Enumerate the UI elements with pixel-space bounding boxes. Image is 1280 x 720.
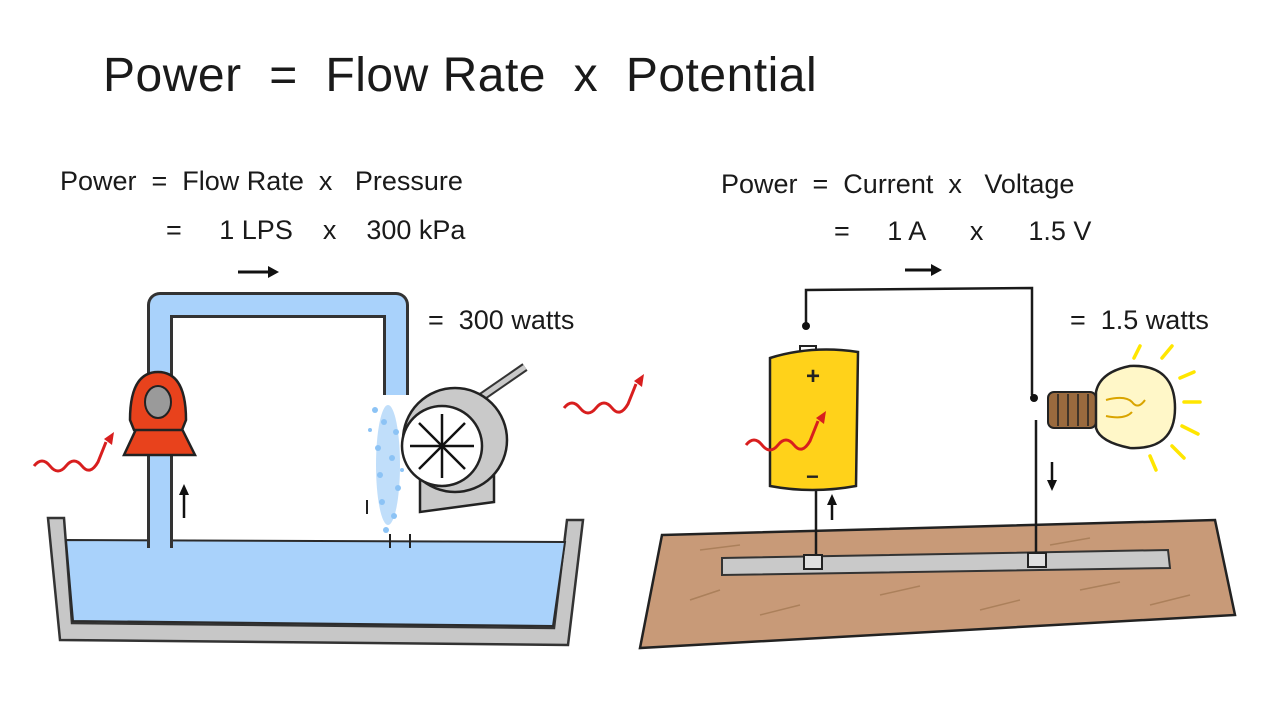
water-power-equation: Power = Flow Rate x Pressure [60, 166, 463, 196]
water-power-values: = 1 LPS x 300 kPa [166, 215, 466, 245]
current-arrow [905, 264, 942, 276]
input-energy-wave [32, 441, 108, 473]
water-splash [368, 405, 404, 533]
battery-energy-wave [744, 420, 820, 452]
ground-rod [721, 548, 1172, 577]
battery-plus-sign: + [806, 363, 820, 390]
pump-icon [122, 370, 198, 457]
page-title: Power = Flow Rate x Potential [103, 49, 818, 102]
down-arrow [1047, 462, 1057, 491]
circuit-wire [804, 286, 1038, 560]
electric-power-result: = 1.5 watts [1070, 305, 1209, 335]
water-power-result: = 300 watts [428, 305, 575, 335]
battery-icon: + − [768, 345, 860, 492]
turbine-icon [400, 363, 528, 514]
up-arrow [179, 484, 189, 518]
ground [638, 518, 1237, 650]
battery-minus-sign: − [806, 464, 819, 489]
output-energy-wave [562, 383, 638, 415]
tank-water [64, 538, 567, 628]
electric-power-equation: Power = Current x Voltage [721, 169, 1075, 199]
light-bulb-icon [1047, 344, 1202, 472]
water-pipe [147, 292, 409, 548]
electric-power-values: = 1 A x 1.5 V [834, 216, 1092, 246]
up-arrow-electric [827, 494, 837, 520]
flow-arrow [238, 266, 279, 278]
